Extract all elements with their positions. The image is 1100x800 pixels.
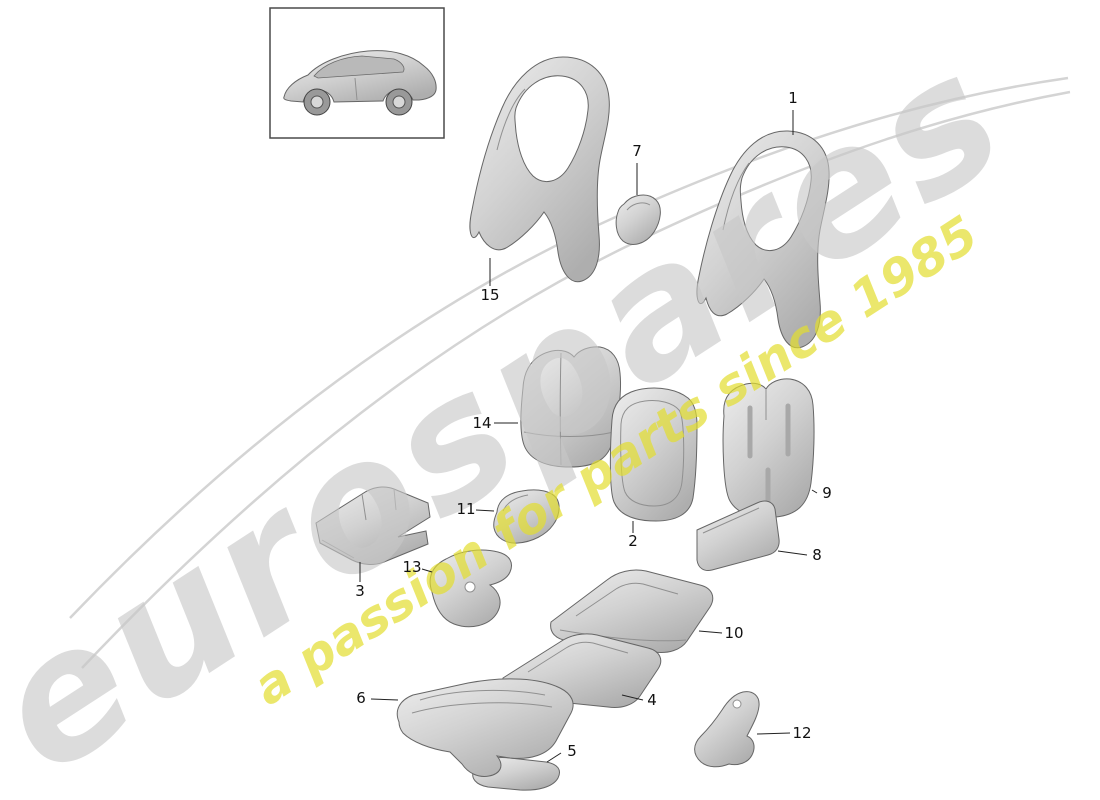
leader-line bbox=[475, 509, 495, 512]
part-depression-line bbox=[575, 582, 679, 617]
car-thumbnail bbox=[269, 7, 445, 139]
callout-7[interactable]: 7 bbox=[632, 142, 642, 195]
leader-line bbox=[777, 550, 808, 556]
callout-15[interactable]: 15 bbox=[480, 258, 500, 304]
part-inner-outline bbox=[620, 400, 685, 507]
part-detail-line bbox=[502, 494, 529, 512]
car-door-line bbox=[354, 77, 358, 101]
callout-6[interactable]: 6 bbox=[356, 689, 399, 707]
callout-11[interactable]: 11 bbox=[456, 500, 495, 518]
callout-number: 3 bbox=[355, 582, 365, 600]
car-front-hub bbox=[310, 95, 324, 109]
part-outline bbox=[493, 489, 560, 544]
callout-13[interactable]: 13 bbox=[402, 558, 433, 576]
part-14-backrest-foam-upper[interactable] bbox=[520, 346, 621, 468]
callout-number: 7 bbox=[632, 142, 642, 160]
callout-number: 8 bbox=[812, 546, 822, 564]
part-outline bbox=[609, 387, 698, 522]
part-outline bbox=[615, 194, 661, 245]
parts-layer bbox=[315, 56, 830, 791]
car-windows bbox=[313, 55, 405, 79]
callout-1[interactable]: 1 bbox=[788, 89, 798, 135]
part-outline bbox=[696, 500, 780, 571]
part-seam-horizontal bbox=[523, 431, 615, 437]
leader-line bbox=[370, 698, 399, 701]
part-seam-vertical bbox=[559, 352, 562, 466]
part-detail-line bbox=[626, 202, 651, 211]
leader-line bbox=[811, 489, 818, 494]
part-6-seat-cushion-assembly[interactable] bbox=[396, 678, 574, 777]
part-hole bbox=[464, 581, 476, 593]
part-depression-line bbox=[527, 641, 629, 673]
callout-10[interactable]: 10 bbox=[698, 624, 744, 642]
part-7-trim-pad[interactable] bbox=[615, 194, 661, 245]
part-11-small-foam-pad[interactable] bbox=[493, 489, 560, 544]
callout-number: 13 bbox=[402, 558, 421, 576]
part-fold-line-1 bbox=[361, 493, 367, 521]
callout-number: 5 bbox=[567, 742, 577, 760]
part-15-backrest-shell-left[interactable] bbox=[469, 56, 610, 283]
part-outline bbox=[696, 130, 830, 349]
callout-number: 10 bbox=[724, 624, 743, 642]
leader-line bbox=[698, 630, 723, 634]
leader-line bbox=[621, 694, 644, 701]
callout-number: 11 bbox=[456, 500, 475, 518]
part-2-backrest-foam-pad[interactable] bbox=[609, 387, 698, 522]
part-outline bbox=[469, 56, 610, 283]
part-stitch-line-2 bbox=[411, 702, 553, 714]
callout-5[interactable]: 5 bbox=[546, 742, 577, 763]
leader-line bbox=[756, 732, 791, 735]
part-fold-line-2 bbox=[321, 539, 355, 559]
callout-number: 1 bbox=[788, 89, 798, 107]
part-8-lumbar-pad[interactable] bbox=[696, 500, 780, 571]
callout-2[interactable]: 2 bbox=[628, 521, 638, 550]
swoosh-line-lower bbox=[81, 90, 1071, 669]
callout-number: 15 bbox=[480, 286, 499, 304]
callout-number: 9 bbox=[822, 484, 832, 502]
callout-number: 4 bbox=[647, 691, 657, 709]
leader-line bbox=[421, 568, 433, 573]
callout-12[interactable]: 12 bbox=[756, 724, 812, 742]
leader-line bbox=[546, 752, 562, 763]
part-detail-line bbox=[702, 507, 760, 534]
callout-9[interactable]: 9 bbox=[811, 484, 832, 502]
callout-8[interactable]: 8 bbox=[777, 546, 822, 564]
part-1-backrest-shell-right[interactable] bbox=[696, 130, 830, 349]
part-edge-line bbox=[559, 629, 687, 642]
part-hole bbox=[732, 699, 742, 709]
part-13-side-bolster[interactable] bbox=[429, 549, 512, 628]
part-outline bbox=[396, 678, 574, 777]
callout-3[interactable]: 3 bbox=[355, 562, 365, 600]
part-outline bbox=[722, 378, 815, 518]
part-stitch-line-1 bbox=[419, 689, 546, 701]
callout-14[interactable]: 14 bbox=[472, 414, 518, 432]
part-3-folded-foam-sheet[interactable] bbox=[315, 486, 431, 565]
part-detail-line bbox=[722, 162, 750, 231]
car-rear-hub bbox=[392, 95, 406, 109]
part-9-backrest-rear-panel[interactable] bbox=[722, 378, 815, 518]
part-10-seat-cushion-foam-upper[interactable] bbox=[550, 569, 714, 653]
part-outline bbox=[315, 486, 431, 565]
part-fold-line-3 bbox=[393, 488, 397, 511]
callout-number: 2 bbox=[628, 532, 638, 550]
part-12-side-trim[interactable] bbox=[694, 691, 760, 768]
part-detail-line bbox=[496, 88, 526, 151]
callout-number: 12 bbox=[792, 724, 811, 742]
callout-number: 6 bbox=[356, 689, 366, 707]
part-outline bbox=[694, 691, 760, 768]
callout-number: 14 bbox=[472, 414, 491, 432]
callouts-layer: 1 2 3 4 5 6 7 8 bbox=[355, 89, 832, 763]
part-outline bbox=[520, 346, 621, 468]
part-outline bbox=[550, 569, 714, 653]
callout-4[interactable]: 4 bbox=[621, 691, 657, 709]
porsche-911-side-view-icon bbox=[283, 50, 437, 116]
